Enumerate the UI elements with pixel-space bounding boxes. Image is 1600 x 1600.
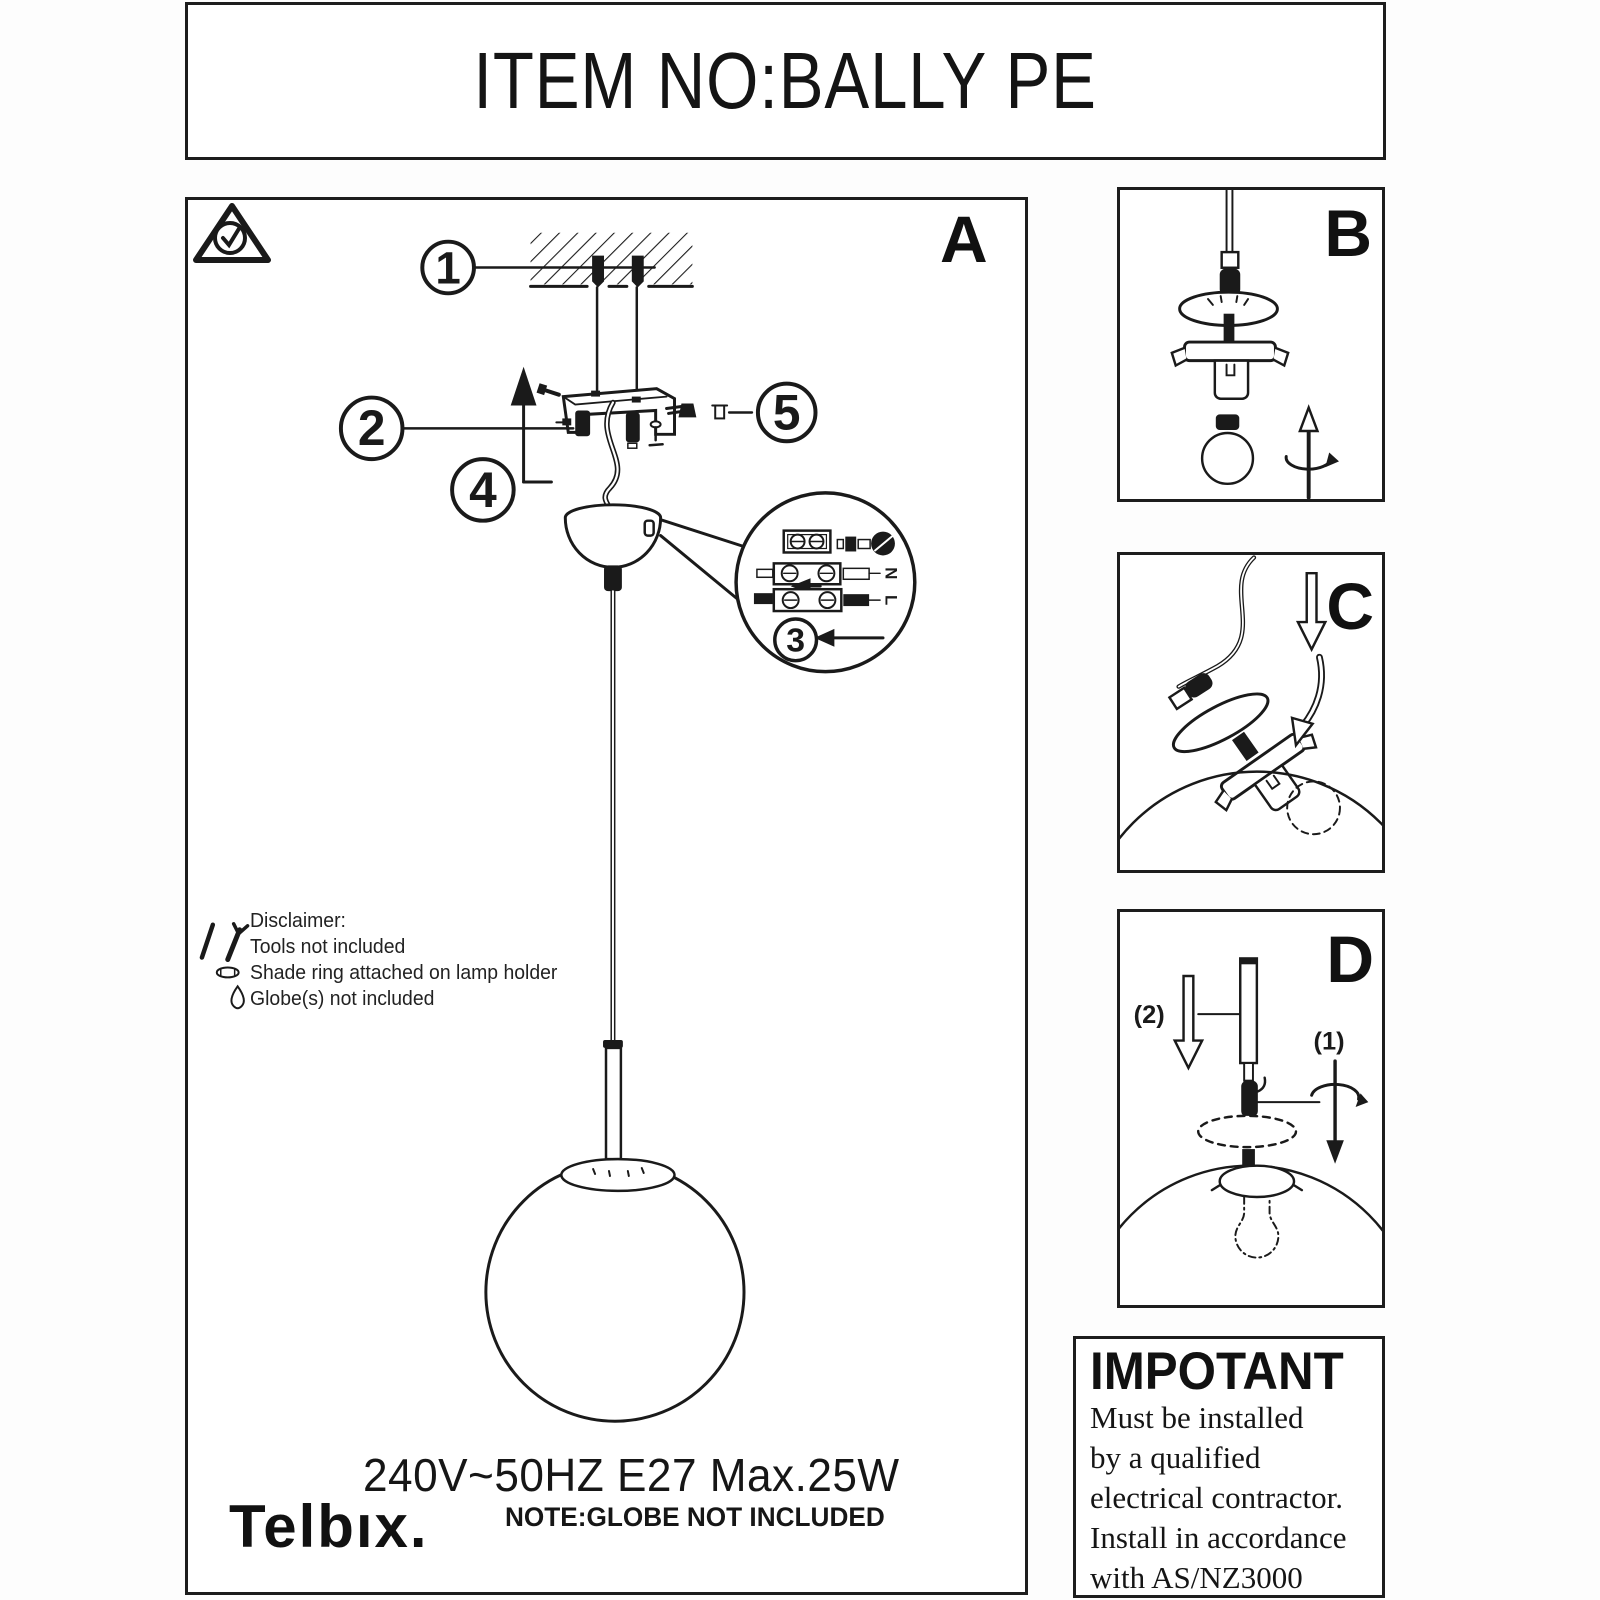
suspension-rod <box>1239 957 1267 1117</box>
title-box: ITEM NO:BALLY PE <box>185 2 1386 160</box>
bulb-hidden <box>1234 1195 1280 1259</box>
svg-text:1: 1 <box>435 242 460 293</box>
disclaimer-block: Disclaimer: Tools not included Shade rin… <box>250 908 557 1012</box>
panel-a-drawing: 1 <box>199 232 917 1423</box>
panel-d-label: D <box>1326 922 1374 996</box>
holder-plate <box>1210 1164 1304 1199</box>
lamp-holder <box>1170 340 1290 400</box>
important-notice-box: IMPOTANT Must be installed by a qualifie… <box>1073 1336 1385 1598</box>
svg-text:5: 5 <box>773 384 801 440</box>
cord-grip <box>1167 673 1213 711</box>
shade-ring <box>1178 290 1279 327</box>
lamp-holder <box>1214 732 1318 813</box>
step-2-callout: 2 <box>338 395 575 462</box>
svg-text:4: 4 <box>469 462 497 518</box>
push-down-arrows <box>1290 571 1328 749</box>
panel-b-drawing <box>1170 190 1339 499</box>
wall-plug <box>631 255 644 288</box>
important-line: Must be installed <box>1090 1400 1304 1435</box>
wall-plug <box>592 255 605 288</box>
important-heading: IMPOTANT <box>1090 1342 1344 1401</box>
neutral-label: N <box>881 567 900 579</box>
panel-c-label: C <box>1326 569 1374 643</box>
important-line: electrical contractor. <box>1090 1480 1344 1515</box>
panel-a-label: A <box>940 202 988 276</box>
disclaimer-line: Globe(s) not included <box>250 988 435 1010</box>
globe-note: NOTE:GLOBE NOT INCLUDED <box>505 1502 885 1532</box>
ceiling-section <box>529 232 694 288</box>
disclaimer-line: Tools not included <box>250 936 406 958</box>
step-4-callout: 4 <box>450 366 553 523</box>
svg-text:2: 2 <box>358 400 386 456</box>
cord <box>1176 555 1257 689</box>
panel-b-label: B <box>1324 196 1372 270</box>
glass-globe-top <box>1120 770 1382 840</box>
globe-icon <box>230 984 245 1010</box>
screwdriver-icon <box>199 922 216 960</box>
shade-ring <box>1171 692 1270 754</box>
disclaimer-line: Shade ring attached on lamp holder <box>250 962 558 984</box>
wiring-detail: N L 3 <box>734 491 917 674</box>
electrical-rating: 240V~50HZ E27 Max.25W <box>363 1449 900 1501</box>
page-title: ITEM NO:BALLY PE <box>473 36 1098 125</box>
step-1-callout: 1 <box>420 239 656 296</box>
disclaimer-heading: Disclaimer: <box>250 910 346 932</box>
down-arrow <box>1172 974 1205 1071</box>
important-line: Install in accordance <box>1090 1520 1347 1555</box>
shade-ring-dashed <box>1196 1114 1298 1149</box>
important-line: with AS/NZ3000 <box>1090 1560 1303 1595</box>
supply-cable <box>602 399 621 519</box>
svg-text:3: 3 <box>786 622 805 660</box>
live-label: L <box>881 595 900 605</box>
panel-c-drawing <box>1120 555 1382 840</box>
holder-stem <box>1231 731 1259 761</box>
panel-d-rod-assembly-diagram: D (2) (1) <box>1117 909 1385 1308</box>
screw-rotation-arrow <box>1284 404 1339 499</box>
important-line: by a qualified <box>1090 1440 1261 1475</box>
suspension-rod <box>603 1039 623 1161</box>
panel-c-globe-insert-diagram: C <box>1117 552 1385 873</box>
ceiling-canopy <box>563 503 663 592</box>
substep-1-label: (1) <box>1314 1027 1345 1055</box>
substep-2-label: (2) <box>1134 1001 1165 1029</box>
step-5-callout: 5 <box>665 381 818 444</box>
shade-ring-icon <box>215 966 240 979</box>
panel-d-drawing: (2) (1) <box>1120 957 1382 1259</box>
screw-rotation-arrow <box>1256 1059 1369 1164</box>
panel-b-lampholder-diagram: B <box>1117 187 1385 502</box>
bracket-screws <box>536 383 664 449</box>
brand-logo: Telbıx. <box>229 1493 429 1560</box>
cord <box>1225 190 1234 255</box>
light-bulb <box>1200 414 1255 486</box>
wrench-icon <box>225 922 250 963</box>
panel-a-installation-diagram: A 1 <box>185 197 1028 1595</box>
rcm-certification-icon <box>193 203 271 263</box>
glass-globe <box>484 1157 746 1423</box>
